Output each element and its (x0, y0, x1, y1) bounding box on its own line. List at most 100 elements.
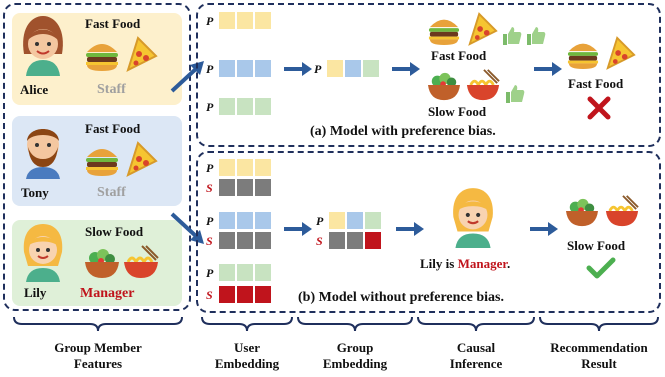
burger-icon (428, 19, 460, 46)
label-line: Embedding (214, 356, 280, 371)
arrow-right (392, 62, 420, 76)
embedding-cell (219, 264, 235, 281)
embedding-cell (237, 179, 253, 196)
inference-prefix: Lily is (420, 256, 458, 271)
fast-food-label: Fast Food (431, 48, 487, 63)
noodle-bowl-icon (124, 245, 159, 278)
embedding-cell (327, 60, 343, 77)
embedding-cell (255, 12, 271, 29)
embedding-cell (347, 212, 363, 229)
group-embedding-b-status (329, 232, 381, 249)
thumbs-up-icon (506, 85, 525, 103)
inference-role: Manager (457, 256, 507, 271)
status-embedding-gray (219, 179, 271, 196)
label-line: Result (581, 356, 617, 371)
inference-suffix: . (506, 256, 511, 271)
member-name: Alice (20, 82, 49, 97)
user-embedding-yellow (219, 159, 271, 176)
group-member-panel (3, 3, 191, 311)
user-embedding-blue (219, 60, 271, 77)
embedding-cell (329, 212, 345, 229)
user-embedding-yellow (219, 12, 271, 29)
pizza-icon (126, 141, 158, 177)
embedding-cell (237, 12, 253, 29)
preference-symbol: P (206, 266, 214, 280)
member-role: Manager (80, 286, 135, 301)
arrow-right (284, 62, 312, 76)
embedding-cell (219, 232, 235, 249)
status-embedding-red (219, 286, 271, 303)
preference-symbol: P (206, 214, 214, 228)
member-role: Staff (97, 82, 126, 97)
member-role: Staff (97, 185, 126, 200)
embedding-cell (255, 264, 271, 281)
embedding-cell (219, 286, 235, 303)
burger-icon (86, 149, 118, 176)
label-group-embedding: Group Embedding (296, 340, 414, 372)
check-icon (586, 257, 616, 279)
panel-a-caption: (a) Model with preference bias. (310, 124, 496, 139)
arrow-right (396, 222, 424, 236)
group-embedding-b-preference (329, 212, 381, 229)
embedding-cell (255, 179, 271, 196)
label-line: Group Member (54, 340, 142, 355)
panel-a-with-bias (196, 3, 661, 147)
label-line: Causal (456, 340, 496, 355)
status-symbol: S (206, 288, 213, 302)
preference-symbol: P (206, 62, 214, 76)
user-embedding-green (219, 264, 271, 281)
embedding-cell (219, 12, 235, 29)
pizza-icon (606, 36, 636, 70)
member-name: Tony (21, 185, 49, 200)
embedding-cell (237, 264, 253, 281)
brace-group-embedding (297, 316, 413, 332)
embedding-cell (345, 60, 361, 77)
arrow-right (284, 222, 312, 236)
preference-symbol: P (206, 14, 214, 28)
embedding-cell (219, 212, 235, 229)
embedding-cell (219, 98, 235, 115)
label-group-member-features: Group Member Features (18, 340, 178, 372)
panel-b-caption: (b) Model without preference bias. (298, 290, 504, 305)
noodle-bowl-icon (605, 195, 639, 227)
embedding-cell (255, 232, 271, 249)
status-symbol: S (206, 234, 213, 248)
burger-icon (567, 43, 599, 70)
embedding-cell (237, 232, 253, 249)
status-embedding-gray (219, 232, 271, 249)
user-embedding-green (219, 98, 271, 115)
embedding-cell (347, 232, 363, 249)
status-symbol: S (316, 234, 323, 248)
embedding-cell (219, 179, 235, 196)
embedding-cell (255, 98, 271, 115)
label-line: Group (336, 340, 374, 355)
embedding-cell (329, 232, 345, 249)
recommendation-result-label: Fast Food (568, 76, 624, 91)
preference-symbol: P (316, 214, 324, 228)
salad-bowl-icon (428, 72, 460, 101)
recommendation-result-label: Slow Food (567, 238, 626, 253)
brace-recommendation-result (539, 316, 659, 332)
slow-food-label: Slow Food (428, 104, 487, 119)
salad-bowl-icon (566, 198, 598, 227)
causal-inference-statement: Lily is Manager. (420, 256, 510, 272)
arrow-right (534, 62, 562, 76)
alice-avatar-icon (23, 16, 63, 76)
embedding-cell (219, 60, 235, 77)
burger-icon (86, 44, 118, 71)
tony-avatar-icon (26, 129, 60, 179)
label-line: Recommendation (550, 340, 648, 355)
embedding-cell (363, 60, 379, 77)
label-line: Inference (449, 356, 503, 371)
preference-symbol: P (206, 100, 214, 114)
label-user-embedding: User Embedding (200, 340, 294, 372)
embedding-cell (237, 60, 253, 77)
member-food-preference: Fast Food (85, 121, 141, 136)
brace-group-member-features (13, 316, 183, 332)
thumbs-up-icon (503, 27, 522, 45)
label-line: Features (73, 356, 123, 371)
label-causal-inference: Causal Inference (416, 340, 536, 372)
embedding-cell (365, 232, 381, 249)
embedding-cell (237, 159, 253, 176)
embedding-cell (365, 212, 381, 229)
